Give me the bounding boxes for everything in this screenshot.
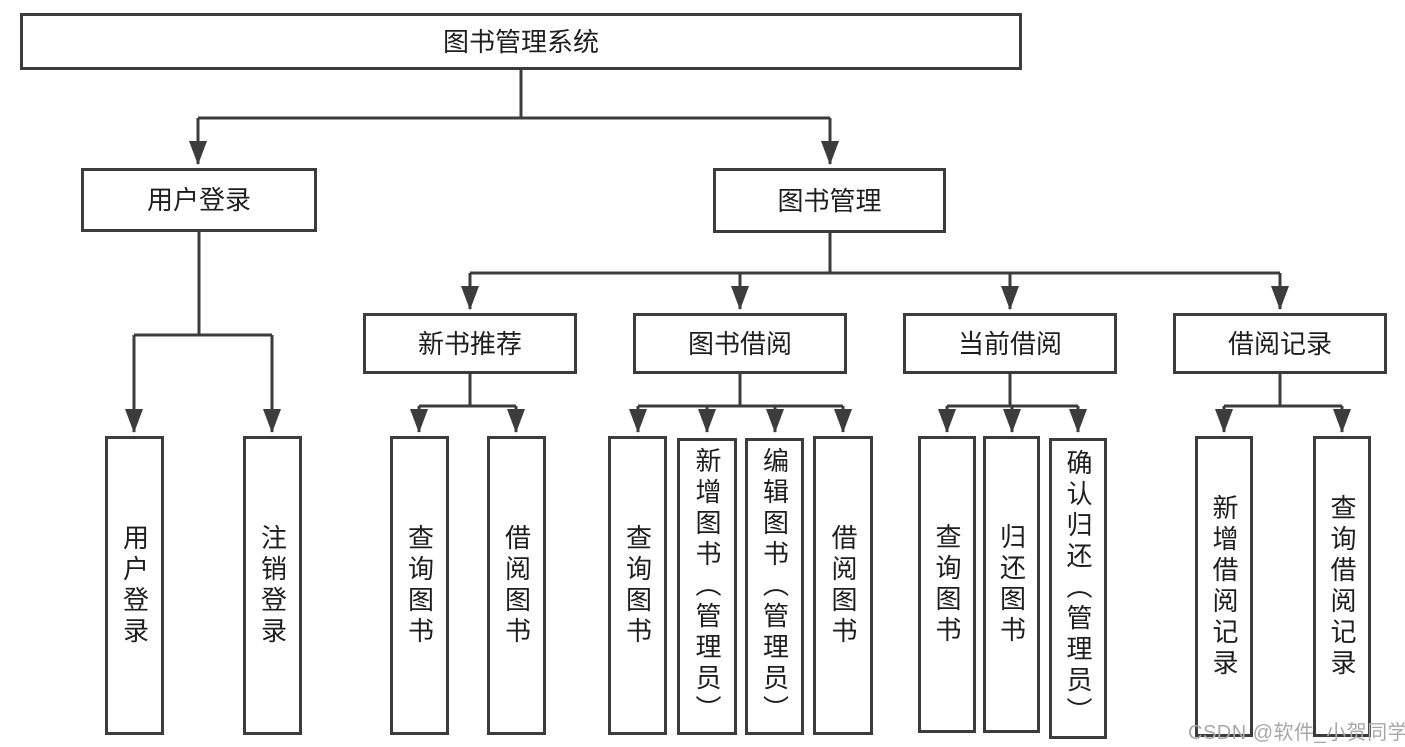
node-new-book-recommend: 新书推荐 (363, 313, 577, 374)
leaf-borrow-book-2-label: 借阅图书 (828, 523, 858, 648)
leaf-add-book-admin: 新增图书（管理员） (677, 438, 737, 735)
watermark: CSDN @软件_小贺同学 (1188, 722, 1405, 744)
node-current-borrow: 当前借阅 (903, 313, 1117, 374)
node-book-management-label: 图书管理 (777, 185, 882, 216)
leaf-logout: 注销登录 (243, 436, 302, 735)
node-borrow-records-label: 借阅记录 (1227, 328, 1332, 359)
node-user-login: 用户登录 (81, 168, 317, 232)
node-root: 图书管理系统 (20, 13, 1022, 70)
leaf-borrow-book-1: 借阅图书 (487, 436, 546, 735)
leaf-logout-label: 注销登录 (257, 523, 288, 648)
node-borrow-records: 借阅记录 (1173, 313, 1387, 374)
node-current-borrow-label: 当前借阅 (957, 328, 1062, 359)
leaf-query-borrow-record: 查询借阅记录 (1313, 436, 1371, 737)
leaf-add-borrow-record: 新增借阅记录 (1195, 436, 1253, 737)
connector-borrow-records-branch (1224, 374, 1342, 408)
leaf-borrow-book-1-label: 借阅图书 (501, 523, 532, 648)
connector-root-to-level2 (198, 70, 830, 120)
node-root-label: 图书管理系统 (442, 26, 599, 57)
leaf-query-book-3-label: 查询图书 (932, 522, 962, 647)
leaf-edit-book-admin-label: 编辑图书（管理员） (759, 447, 790, 726)
node-book-borrow: 图书借阅 (633, 313, 847, 374)
leaf-query-book-2: 查询图书 (608, 436, 667, 735)
node-book-borrow-label: 图书借阅 (687, 328, 792, 359)
leaf-query-book-2-label: 查询图书 (622, 523, 653, 648)
leaf-add-borrow-record-label: 新增借阅记录 (1209, 493, 1239, 680)
leaf-return-book-label: 归还图书 (996, 522, 1027, 647)
leaf-query-book-1: 查询图书 (390, 436, 449, 735)
connector-current-borrow-branch (947, 374, 1078, 408)
leaf-user-login-label: 用户登录 (119, 523, 150, 648)
connector-book-management-branch (470, 233, 1280, 275)
leaf-borrow-book-2: 借阅图书 (813, 436, 873, 735)
node-user-login-label: 用户登录 (146, 185, 251, 215)
leaf-add-book-admin-label: 新增图书（管理员） (692, 447, 722, 726)
leaf-query-borrow-record-label: 查询借阅记录 (1327, 493, 1357, 680)
connector-user-login-branch (134, 232, 272, 337)
leaf-edit-book-admin: 编辑图书（管理员） (745, 438, 804, 735)
leaf-query-book-3: 查询图书 (918, 436, 976, 733)
leaf-user-login: 用户登录 (105, 436, 164, 735)
leaf-confirm-return-admin: 确认归还（管理员） (1049, 438, 1107, 739)
node-new-book-recommend-label: 新书推荐 (417, 328, 522, 359)
connector-book-borrow-branch (638, 374, 843, 408)
leaf-query-book-1-label: 查询图书 (404, 523, 435, 648)
leaf-return-book: 归还图书 (983, 436, 1040, 733)
leaf-confirm-return-admin-label: 确认归还（管理员） (1063, 449, 1093, 728)
connector-new-book-branch (419, 374, 516, 408)
node-book-management: 图书管理 (713, 168, 946, 233)
